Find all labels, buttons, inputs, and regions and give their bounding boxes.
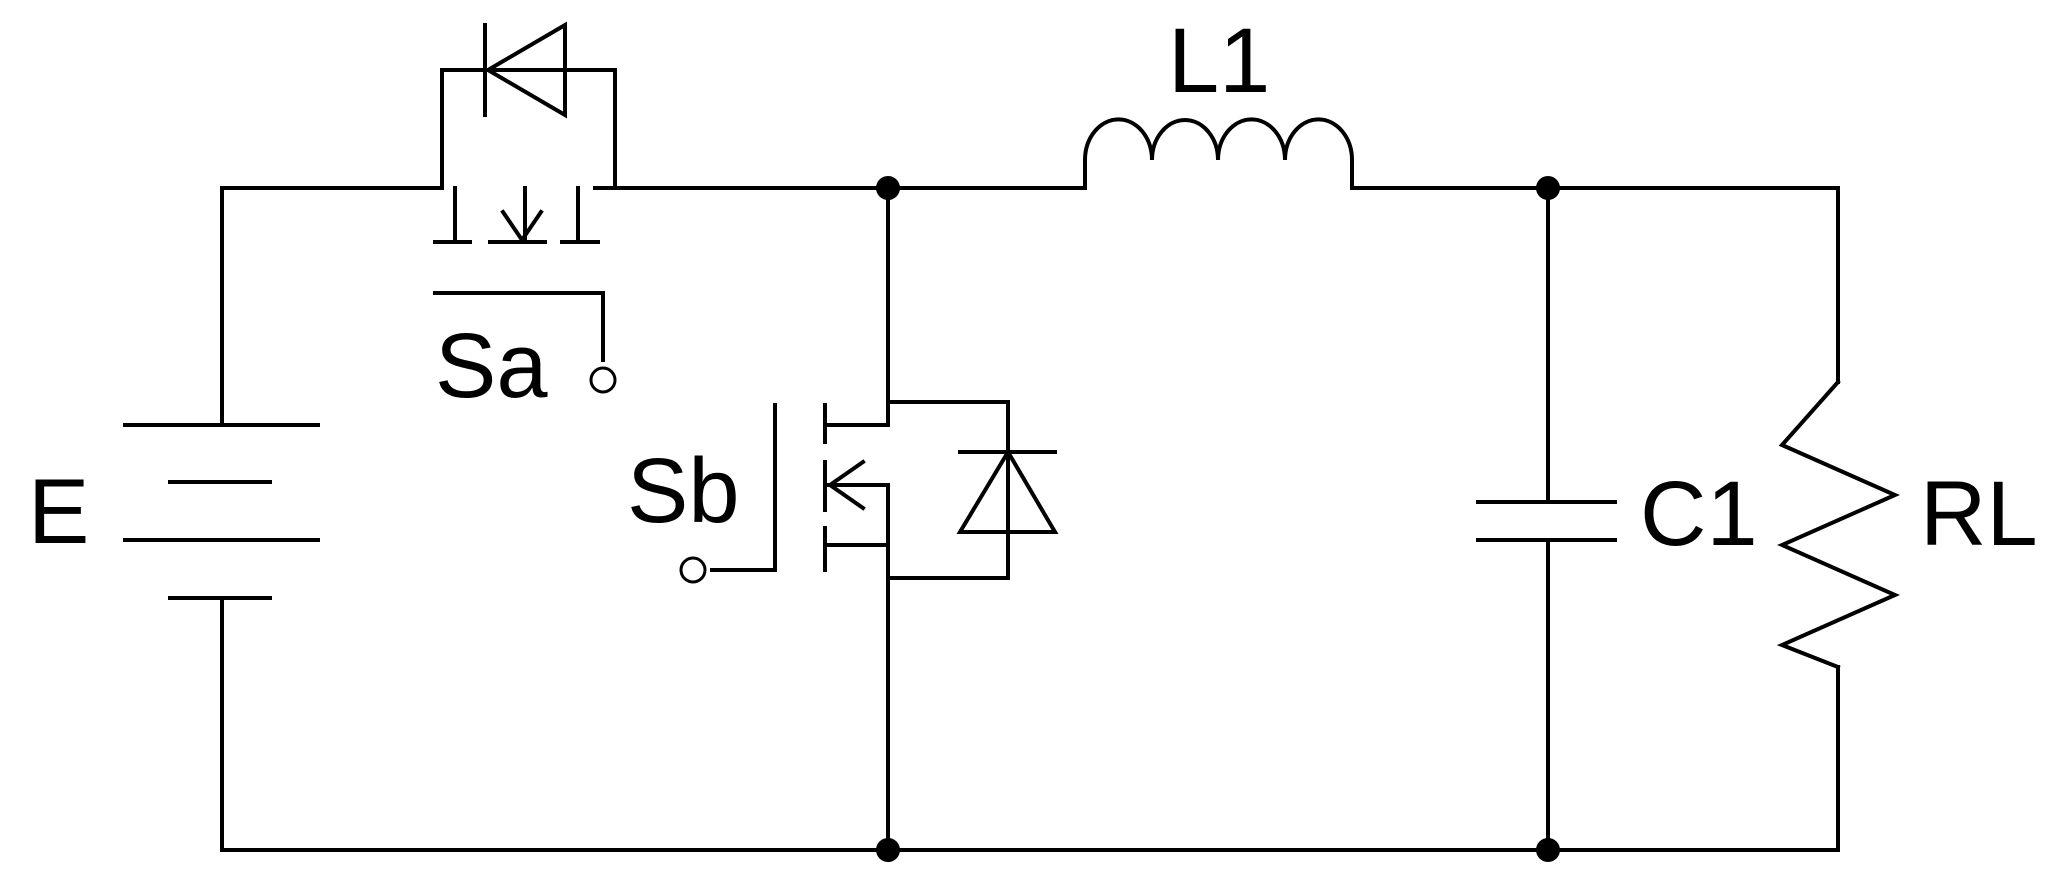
sb-diode-triangle xyxy=(956,448,1059,534)
capacitor-symbol xyxy=(1476,500,1617,542)
junction-dot xyxy=(1536,838,1560,862)
label-switch-a: Sa xyxy=(435,315,548,417)
wiring xyxy=(220,186,1840,852)
inductor-symbol xyxy=(1083,117,1354,190)
junction-dot xyxy=(876,838,900,862)
junction-nodes xyxy=(876,176,1560,862)
sb-diode-loop xyxy=(886,400,1010,580)
label-capacitor: C1 xyxy=(1640,463,1758,565)
switch-sb-symbol xyxy=(679,400,1059,584)
label-switch-b: Sb xyxy=(627,440,740,542)
inductor-coil xyxy=(1083,117,1354,190)
sb-gate xyxy=(710,403,777,572)
battery-symbol xyxy=(123,423,320,600)
wire-l1-to-load xyxy=(1350,186,1840,384)
sa-arrow xyxy=(500,209,544,244)
sa-diode-triangle xyxy=(484,21,567,119)
switch-sa-symbol xyxy=(433,21,617,394)
label-load: RL xyxy=(1920,463,2038,565)
sa-diode-loop xyxy=(440,68,617,190)
junction-dot xyxy=(876,176,900,200)
label-inductor: L1 xyxy=(1168,10,1270,112)
wire-top-left xyxy=(220,186,444,427)
junction-dot xyxy=(1536,176,1560,200)
label-source: E xyxy=(28,461,89,563)
sa-gate-terminal xyxy=(589,366,617,394)
resistor-symbol xyxy=(1776,379,1900,670)
sb-arrow xyxy=(826,459,866,511)
wire-bottom xyxy=(220,596,1840,852)
sa-gate xyxy=(433,291,605,362)
resistor-zigzag xyxy=(1776,379,1900,670)
sb-gate-terminal xyxy=(679,556,707,584)
